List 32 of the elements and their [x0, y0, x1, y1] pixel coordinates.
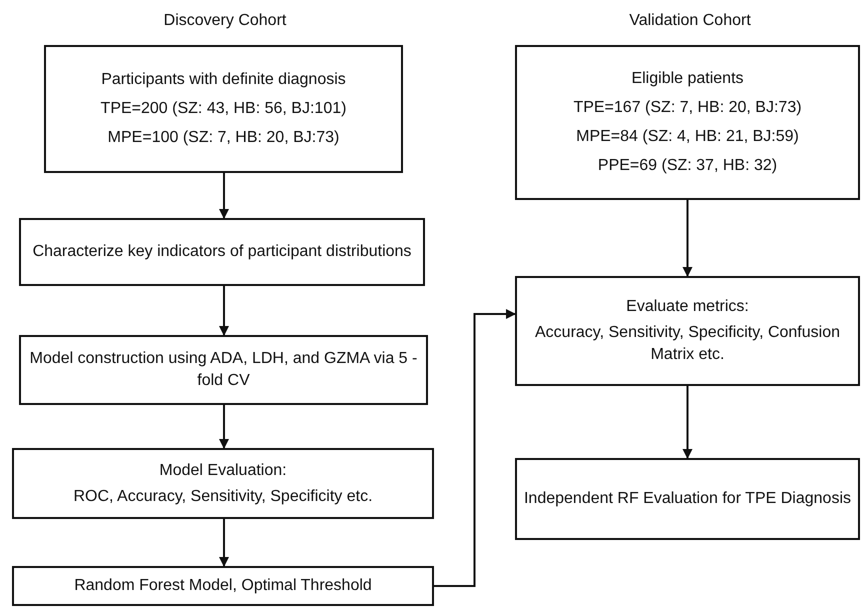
box-text: Model Evaluation: — [159, 460, 287, 480]
process-box — [515, 45, 860, 200]
process-box — [515, 458, 860, 540]
box-text: Accuracy, Sensitivity, Specificity, Confusion Matrix etc. — [534, 323, 841, 365]
box-text: Evaluate metrics: — [626, 297, 749, 317]
process-box — [515, 276, 860, 386]
box-text: ROC, Accuracy, Sensitivity, Specificity etc. — [73, 486, 373, 506]
arrow — [219, 286, 229, 336]
box-text: Random Forest Model, Optimal Threshold — [74, 576, 372, 596]
arrow — [434, 309, 516, 587]
box-text: Independent RF Evaluation for TPE Diagnosis — [524, 489, 851, 509]
arrow — [682, 200, 692, 277]
process-box — [12, 566, 434, 606]
box-text: Characterize key indicators of participant distributions — [32, 242, 412, 262]
box-text: Model construction using ADA, LDH, and GZMA via 5 - fold CV — [28, 349, 418, 391]
process-box — [12, 448, 434, 519]
arrow — [219, 519, 229, 567]
box-text: TPE=200 (SZ: 43, HB: 56, BJ:101) — [100, 99, 346, 119]
box-text: MPE=84 (SZ: 4, HB: 21, BJ:59) — [576, 127, 799, 147]
box-text: TPE=167 (SZ: 7, HB: 20, BJ:73) — [573, 98, 802, 118]
arrow — [682, 386, 692, 459]
box-text: MPE=100 (SZ: 7, HB: 20, BJ:73) — [108, 128, 340, 148]
box-text: PPE=69 (SZ: 37, HB: 32) — [598, 156, 778, 176]
box-text: Eligible patients — [631, 69, 744, 89]
arrow — [219, 173, 229, 219]
process-box — [44, 45, 403, 173]
process-box — [19, 218, 425, 286]
arrow — [219, 405, 229, 449]
column-heading: Validation Cohort — [628, 12, 752, 30]
column-heading: Discovery Cohort — [162, 12, 288, 30]
process-box — [19, 335, 428, 405]
box-text: Participants with definite diagnosis — [101, 70, 346, 90]
